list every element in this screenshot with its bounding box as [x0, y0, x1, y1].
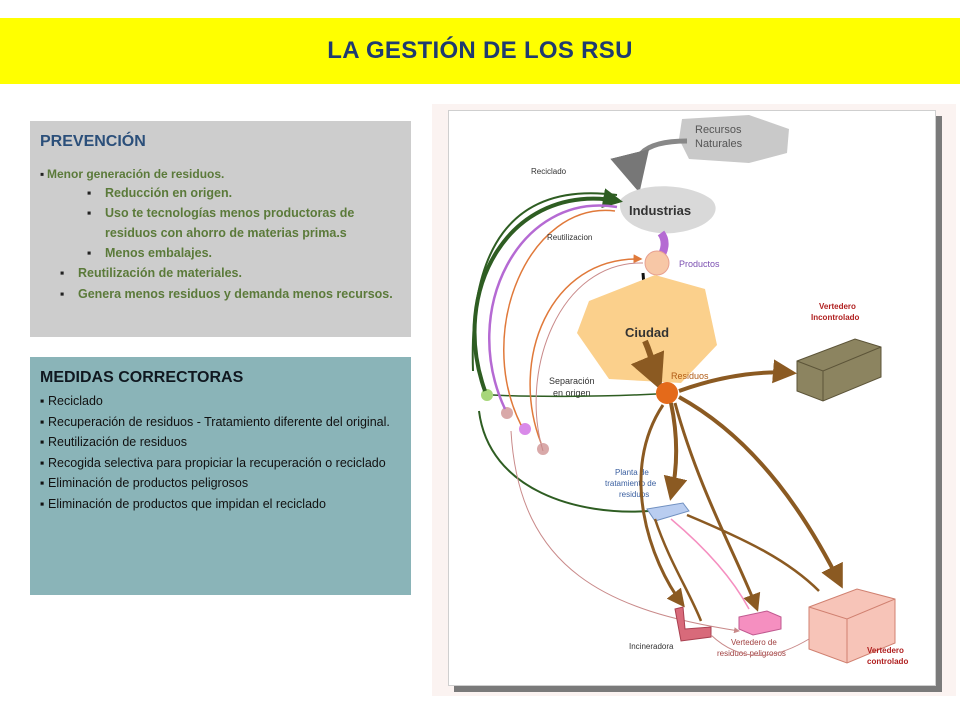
natural-resources-shape	[679, 115, 789, 163]
label-controlado-1: Vertedero	[867, 646, 904, 655]
list-item: Reutilización de residuos	[40, 432, 401, 453]
list-item: Reducción en origen.	[40, 183, 401, 203]
label-peligrosos-1: Vertedero de	[731, 638, 777, 647]
list-item: Recuperación de residuos - Tratamiento d…	[40, 412, 401, 433]
label-ciudad: Ciudad	[625, 325, 669, 340]
reuse-arrow-orange	[529, 254, 643, 444]
label-planta-1: Planta de	[615, 468, 649, 477]
label-productos: Productos	[679, 259, 720, 269]
separation-node-violet	[519, 423, 531, 435]
separation-to-hazardous-line	[510, 430, 740, 634]
list-item: Uso te tecnologías menos productoras de …	[40, 203, 401, 243]
waste-to-incinerator-arrow	[639, 404, 685, 608]
incinerator-to-controlled-line	[710, 634, 810, 656]
label-vertedero-inc-2: Incontrolado	[811, 313, 860, 322]
plant-to-hazardous-line	[670, 518, 750, 610]
waste-to-uncontrolled-arrow	[678, 359, 797, 393]
reuse-arrow-pink	[535, 262, 644, 452]
label-recursos: Recursos	[695, 124, 742, 136]
recycling-arrow-dark	[471, 192, 618, 372]
plant-to-controlled-arrow	[686, 513, 820, 592]
list-item: Eliminación de productos que impidan el …	[40, 494, 401, 515]
label-separacion: Separación	[549, 376, 595, 386]
plant-to-incinerator-arrow	[653, 518, 703, 622]
label-incineradora: Incineradora	[629, 642, 674, 651]
separation-node-rose	[537, 443, 549, 455]
separation-node-green	[481, 389, 493, 401]
waste-flow-diagram: Recursos Naturales Industrias Productos …	[448, 110, 936, 686]
industries-shape	[619, 186, 716, 234]
label-naturales: Naturales	[695, 138, 743, 150]
waste-flow-svg: Recursos Naturales Industrias Productos …	[471, 115, 908, 666]
incinerator-shape	[674, 606, 712, 642]
title-banner: LA GESTIÓN DE LOS RSU	[0, 18, 960, 84]
label-en-origen: en origen	[553, 388, 591, 398]
page-title: LA GESTIÓN DE LOS RSU	[327, 37, 633, 64]
resources-arrow	[610, 138, 688, 193]
prevention-list: Menor generación de residuos. Reducción …	[40, 165, 401, 305]
label-industrias: Industrias	[629, 203, 691, 218]
list-item: Reciclado	[40, 391, 401, 412]
waste-to-controlled-arrow	[678, 395, 843, 589]
label-reutilizacion: Reutilizacion	[547, 233, 592, 242]
list-item: Recogida selectiva para propiciar la rec…	[40, 453, 401, 474]
recycling-arrow-green	[472, 188, 623, 392]
label-peligrosos-2: residuos peligrosos	[717, 649, 786, 658]
uncontrolled-landfill-box	[796, 338, 882, 402]
treatment-plant-shape	[646, 502, 690, 522]
waste-separation-link	[492, 393, 657, 398]
label-planta-3: residuos	[619, 490, 649, 499]
recycling-arrow-violet	[488, 204, 618, 410]
city-shape	[577, 275, 717, 383]
city-to-waste-arrow	[630, 339, 665, 391]
corrective-measures-panel: MEDIDAS CORRECTORAS Reciclado Recuperaci…	[30, 357, 411, 595]
products-node	[644, 250, 670, 276]
list-item: Reutilización de materiales.	[40, 263, 401, 284]
label-reciclado: Reciclado	[531, 167, 567, 176]
list-item: Menos embalajes.	[40, 243, 401, 263]
corrective-list: Reciclado Recuperación de residuos - Tra…	[40, 391, 401, 514]
list-item: Menor generación de residuos.	[40, 165, 401, 183]
label-controlado-2: controlado	[867, 657, 908, 666]
label-vertedero-inc-1: Vertedero	[819, 302, 856, 311]
waste-to-hazardous-arrow	[673, 402, 761, 612]
waste-to-plant-arrow	[663, 402, 688, 501]
list-item: Eliminación de productos peligrosos	[40, 473, 401, 494]
separation-node-pink	[501, 407, 513, 419]
label-planta-2: tratamiento de	[605, 479, 657, 488]
corrective-title: MEDIDAS CORRECTORAS	[40, 369, 244, 386]
recycling-arrow-orange	[503, 209, 616, 426]
label-residuos: Residuos	[671, 371, 709, 381]
hazardous-landfill-shape	[738, 610, 782, 636]
waste-node	[656, 382, 678, 404]
list-item: Genera menos residuos y demanda menos re…	[40, 284, 401, 305]
separation-to-plant-line	[478, 410, 650, 513]
prevention-title: PREVENCIÓN	[40, 133, 146, 150]
prevention-panel: PREVENCIÓN Menor generación de residuos.…	[30, 121, 411, 337]
